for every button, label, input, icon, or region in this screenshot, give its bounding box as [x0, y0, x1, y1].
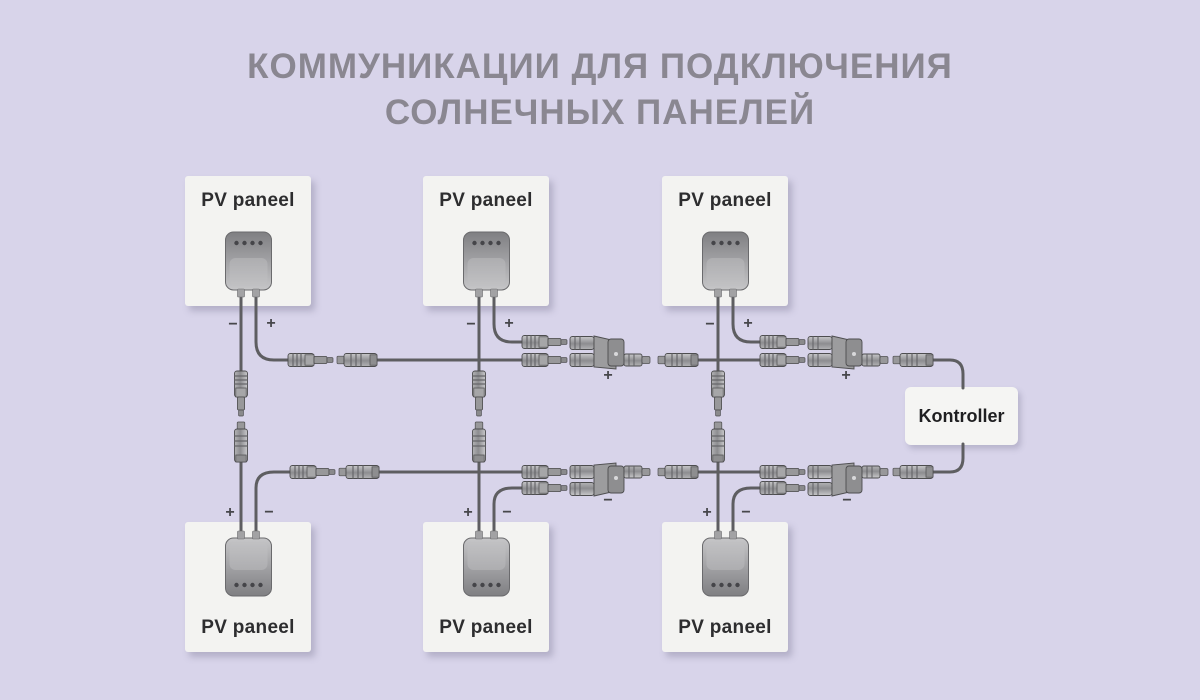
polarity-label-plus: + — [841, 367, 850, 384]
mc4-male-connector-icon — [287, 352, 334, 368]
mc4-female-connector-icon — [338, 464, 380, 480]
y-branch-connector-icon — [807, 462, 889, 497]
polarity-label-plus: + — [743, 315, 752, 332]
polarity-label-minus: − — [466, 316, 475, 333]
title-line-1: КОММУНИКАЦИИ ДЛЯ ПОДКЛЮЧЕНИЯ — [247, 47, 953, 86]
polarity-label-plus: + — [504, 315, 513, 332]
mc4-female-connector-icon — [471, 421, 487, 463]
mc4-female-connector-icon — [233, 421, 249, 463]
mc4-male-connector-icon — [759, 464, 806, 480]
pv-panel-label: PV paneel — [439, 617, 533, 638]
mc4-male-connector-icon — [759, 352, 806, 368]
polarity-label-plus: + — [463, 504, 472, 521]
polarity-label-minus: − — [842, 492, 851, 509]
polarity-label-plus: + — [266, 315, 275, 332]
polarity-label-minus: − — [705, 316, 714, 333]
wire-to-controller-top — [927, 358, 965, 390]
mc4-female-connector-icon — [710, 421, 726, 463]
pv-panel-label: PV paneel — [201, 190, 295, 211]
mc4-female-connector-icon — [657, 352, 699, 368]
page-title: КОММУНИКАЦИИ ДЛЯ ПОДКЛЮЧЕНИЯ СОЛНЕЧНЫХ П… — [0, 44, 1200, 136]
mc4-female-connector-icon — [892, 352, 934, 368]
y-branch-connector-icon — [569, 335, 651, 370]
pv-panel-label: PV paneel — [678, 190, 772, 211]
polarity-label-minus: − — [502, 504, 511, 521]
mc4-male-connector-icon — [521, 480, 568, 496]
pv-panel-label: PV paneel — [201, 617, 295, 638]
polarity-label-plus: + — [702, 504, 711, 521]
mc4-male-connector-icon — [521, 352, 568, 368]
wiring-cables — [239, 286, 965, 542]
polarity-label-minus: − — [228, 316, 237, 333]
mc4-female-connector-icon — [892, 464, 934, 480]
y-branch-connector-icon — [569, 462, 651, 497]
title-line-2: СОЛНЕЧНЫХ ПАНЕЛЕЙ — [384, 93, 816, 132]
pv-panel-label: PV paneel — [439, 190, 533, 211]
mc4-female-connector-icon — [336, 352, 378, 368]
mc4-male-connector-icon — [289, 464, 336, 480]
mc4-male-connector-icon — [759, 334, 806, 350]
polarity-label-minus: − — [264, 504, 273, 521]
controller-label: Kontroller — [918, 405, 1005, 426]
mc4-male-connector-icon — [471, 370, 487, 417]
y-branch-connector-icon — [807, 335, 889, 370]
mc4-male-connector-icon — [521, 334, 568, 350]
polarity-label-minus: − — [603, 492, 612, 509]
mc4-male-connector-icon — [710, 370, 726, 417]
pv-panel-bottom-right: PV paneel — [662, 522, 788, 652]
mc4-male-connector-icon — [521, 464, 568, 480]
pv-panel-label: PV paneel — [678, 617, 772, 638]
wire-to-controller-bottom — [927, 442, 965, 474]
mc4-female-connector-icon — [657, 464, 699, 480]
polarity-label-plus: + — [225, 504, 234, 521]
pv-panel-bottom-middle: PV paneel — [423, 522, 549, 652]
mc4-male-connector-icon — [233, 370, 249, 417]
pv-panel-top-left: PV paneel — [185, 176, 311, 306]
polarity-label-minus: − — [741, 504, 750, 521]
pv-panel-top-right: PV paneel — [662, 176, 788, 306]
pv-panel-top-middle: PV paneel — [423, 176, 549, 306]
polarity-label-plus: + — [603, 367, 612, 384]
controller-box: Kontroller — [905, 387, 1018, 445]
mc4-male-connector-icon — [759, 480, 806, 496]
pv-panel-bottom-left: PV paneel — [185, 522, 311, 652]
